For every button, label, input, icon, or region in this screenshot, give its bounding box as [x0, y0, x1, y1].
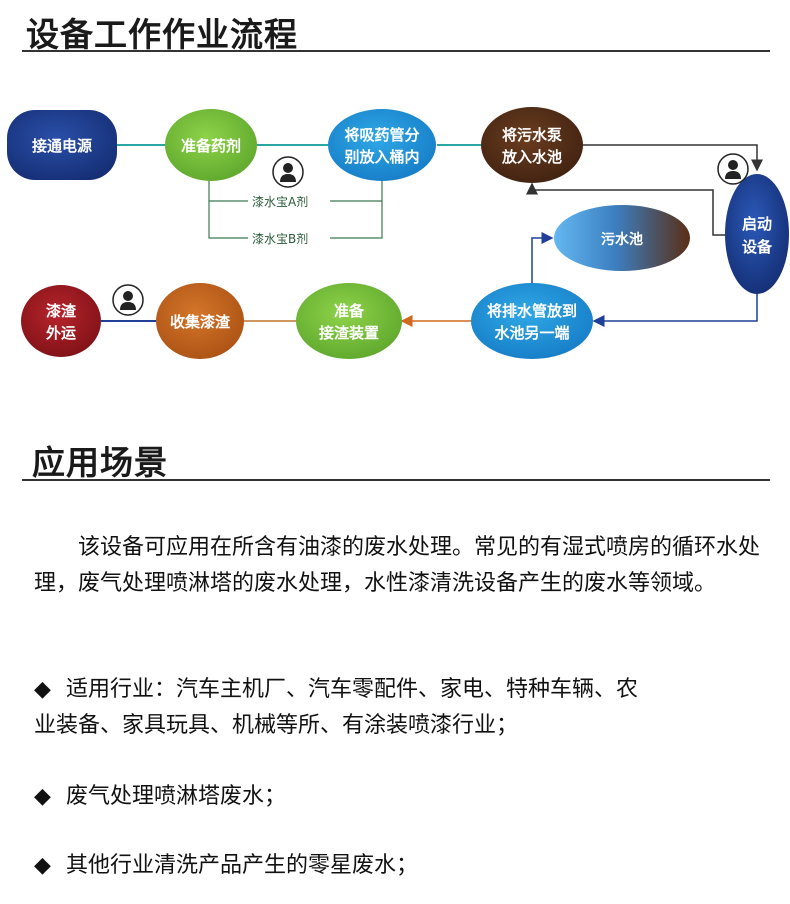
workflow-diagram: 漆水宝A剂 漆水宝B剂 接通电源 准备药剂 将吸药管分 别放入桶内 将污水泵 放…: [7, 107, 789, 359]
bullet-text-line1: 其他行业清洗产品产生的零星废水；: [66, 853, 419, 878]
node-power-on: [7, 110, 117, 180]
node-slag-device: [296, 283, 402, 359]
diamond-bullet-icon: ◆: [34, 853, 51, 878]
bullet-text-line1: 废气处理喷淋塔废水；: [66, 784, 287, 809]
connector-start-pump-return: [526, 182, 726, 236]
intro-text: 该设备可应用在所含有油漆的废水处理。常见的有湿式喷房的循环水处理，废气处理喷淋塔…: [34, 535, 761, 596]
node-sewage-pump: [481, 107, 583, 183]
title-underline: [22, 50, 770, 52]
bullet-text-line2: 业装备、家具玩具、机械等所、有涂装喷漆行业；: [34, 713, 519, 738]
node-slag-device-label-line1: 准备: [334, 302, 365, 320]
diamond-bullet-icon: ◆: [34, 677, 51, 702]
node-drain-pipe-label-line1: 将排水管放到: [487, 302, 577, 320]
bullet-item-industries: ◆ 适用行业：汽车主机厂、汽车零配件、家电、特种车辆、农 业装备、家具玩具、机械等…: [34, 672, 764, 744]
node-slag-transport: [21, 285, 101, 357]
section-title-applications: 应用场景: [32, 443, 168, 482]
node-collect-slag: [156, 283, 244, 359]
node-start-device-label-line1: 启动: [742, 215, 772, 233]
bullet-text-line1: 适用行业：汽车主机厂、汽车零配件、家电、特种车辆、农: [66, 677, 639, 702]
intro-paragraph: 该设备可应用在所含有油漆的废水处理。常见的有湿式喷房的循环水处理，废气处理喷淋塔…: [34, 530, 764, 602]
connector-drain-pool: [531, 232, 554, 283]
node-prepare-agent-label: 准备药剂: [181, 137, 241, 155]
node-start-device: [725, 174, 789, 294]
operator-icon: [717, 153, 749, 185]
node-suction-pipes: [328, 109, 436, 181]
agent-a-label-bg: [248, 193, 330, 209]
agent-a-label: 漆水宝A剂: [252, 194, 308, 209]
node-prepare-agent: [165, 109, 257, 181]
bullet-item-other: ◆ 其他行业清洗产品产生的零星废水；: [34, 848, 764, 884]
connector-start-drain: [592, 292, 758, 327]
bullet-item-spray-tower: ◆ 废气处理喷淋塔废水；: [34, 779, 764, 815]
node-slag-transport-label-line2: 外运: [45, 324, 76, 342]
operator-icon: [272, 156, 304, 188]
diamond-bullet-icon: ◆: [34, 784, 51, 809]
section-title-workflow: 设备工作作业流程: [26, 15, 298, 54]
operator-icon: [112, 284, 144, 316]
node-sewage-pool: [554, 205, 690, 271]
connector-pump-start: [583, 144, 763, 172]
node-sewage-pump-label-line2: 放入水池: [501, 148, 562, 166]
node-slag-device-label-line2: 接渣装置: [319, 324, 379, 342]
node-start-device-label-line2: 设备: [742, 238, 773, 256]
node-collect-slag-label: 收集漆渣: [170, 313, 231, 331]
node-drain-pipe-label-line2: 水池另一端: [494, 324, 569, 342]
node-slag-transport-label-line1: 漆渣: [46, 302, 77, 320]
agent-b-label-bg: [248, 230, 330, 246]
agent-b-label: 漆水宝B剂: [252, 231, 308, 246]
node-suction-pipes-label-line2: 别放入桶内: [343, 148, 419, 166]
node-sewage-pool-label: 污水池: [601, 231, 643, 248]
title-underline: [22, 479, 770, 481]
node-sewage-pump-label-line1: 将污水泵: [502, 126, 562, 144]
node-suction-pipes-label-line1: 将吸药管分: [344, 126, 419, 144]
node-drain-pipe: [471, 283, 593, 359]
node-power-on-label: 接通电源: [32, 137, 92, 155]
